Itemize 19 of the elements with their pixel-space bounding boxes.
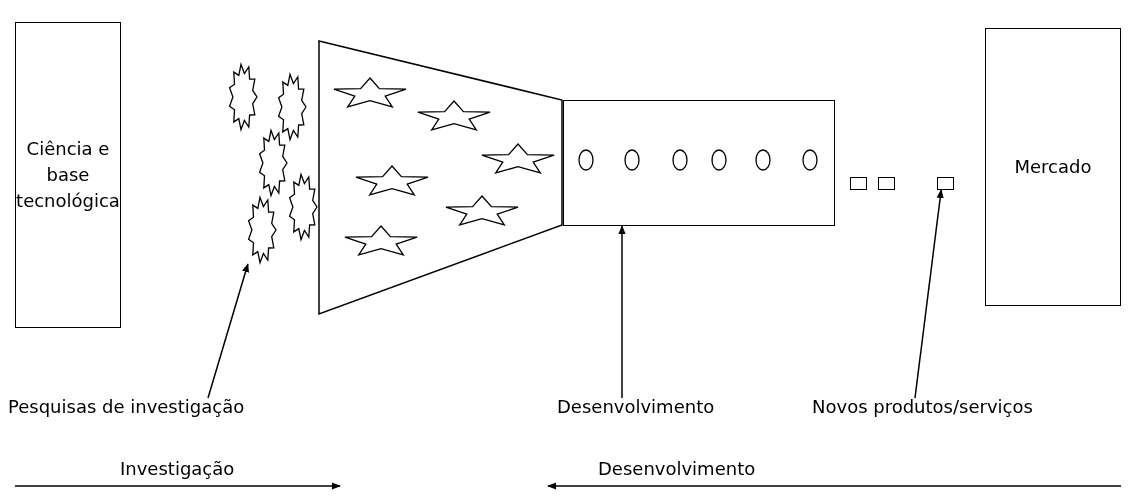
caption-label: Novos produtos/serviços [812,396,1033,417]
burst-shape [277,73,307,141]
small-square [937,177,954,190]
burst-shape [258,129,288,197]
burst-shape [228,63,258,131]
process-box [15,22,121,328]
burst-shape [288,173,318,241]
caption-label: Pesquisas de investigação [8,396,245,417]
development-box [563,100,835,226]
leader-line [207,263,249,399]
small-square [850,177,867,190]
small-square [878,177,895,190]
leader-line [914,189,944,399]
box-text: Ciência e base tecnológica [16,136,120,214]
leader-line [618,225,626,399]
box-text: Mercado [1014,154,1092,179]
burst-shape [247,196,277,264]
caption-label: Desenvolvimento [557,396,715,417]
process-box [985,28,1121,306]
